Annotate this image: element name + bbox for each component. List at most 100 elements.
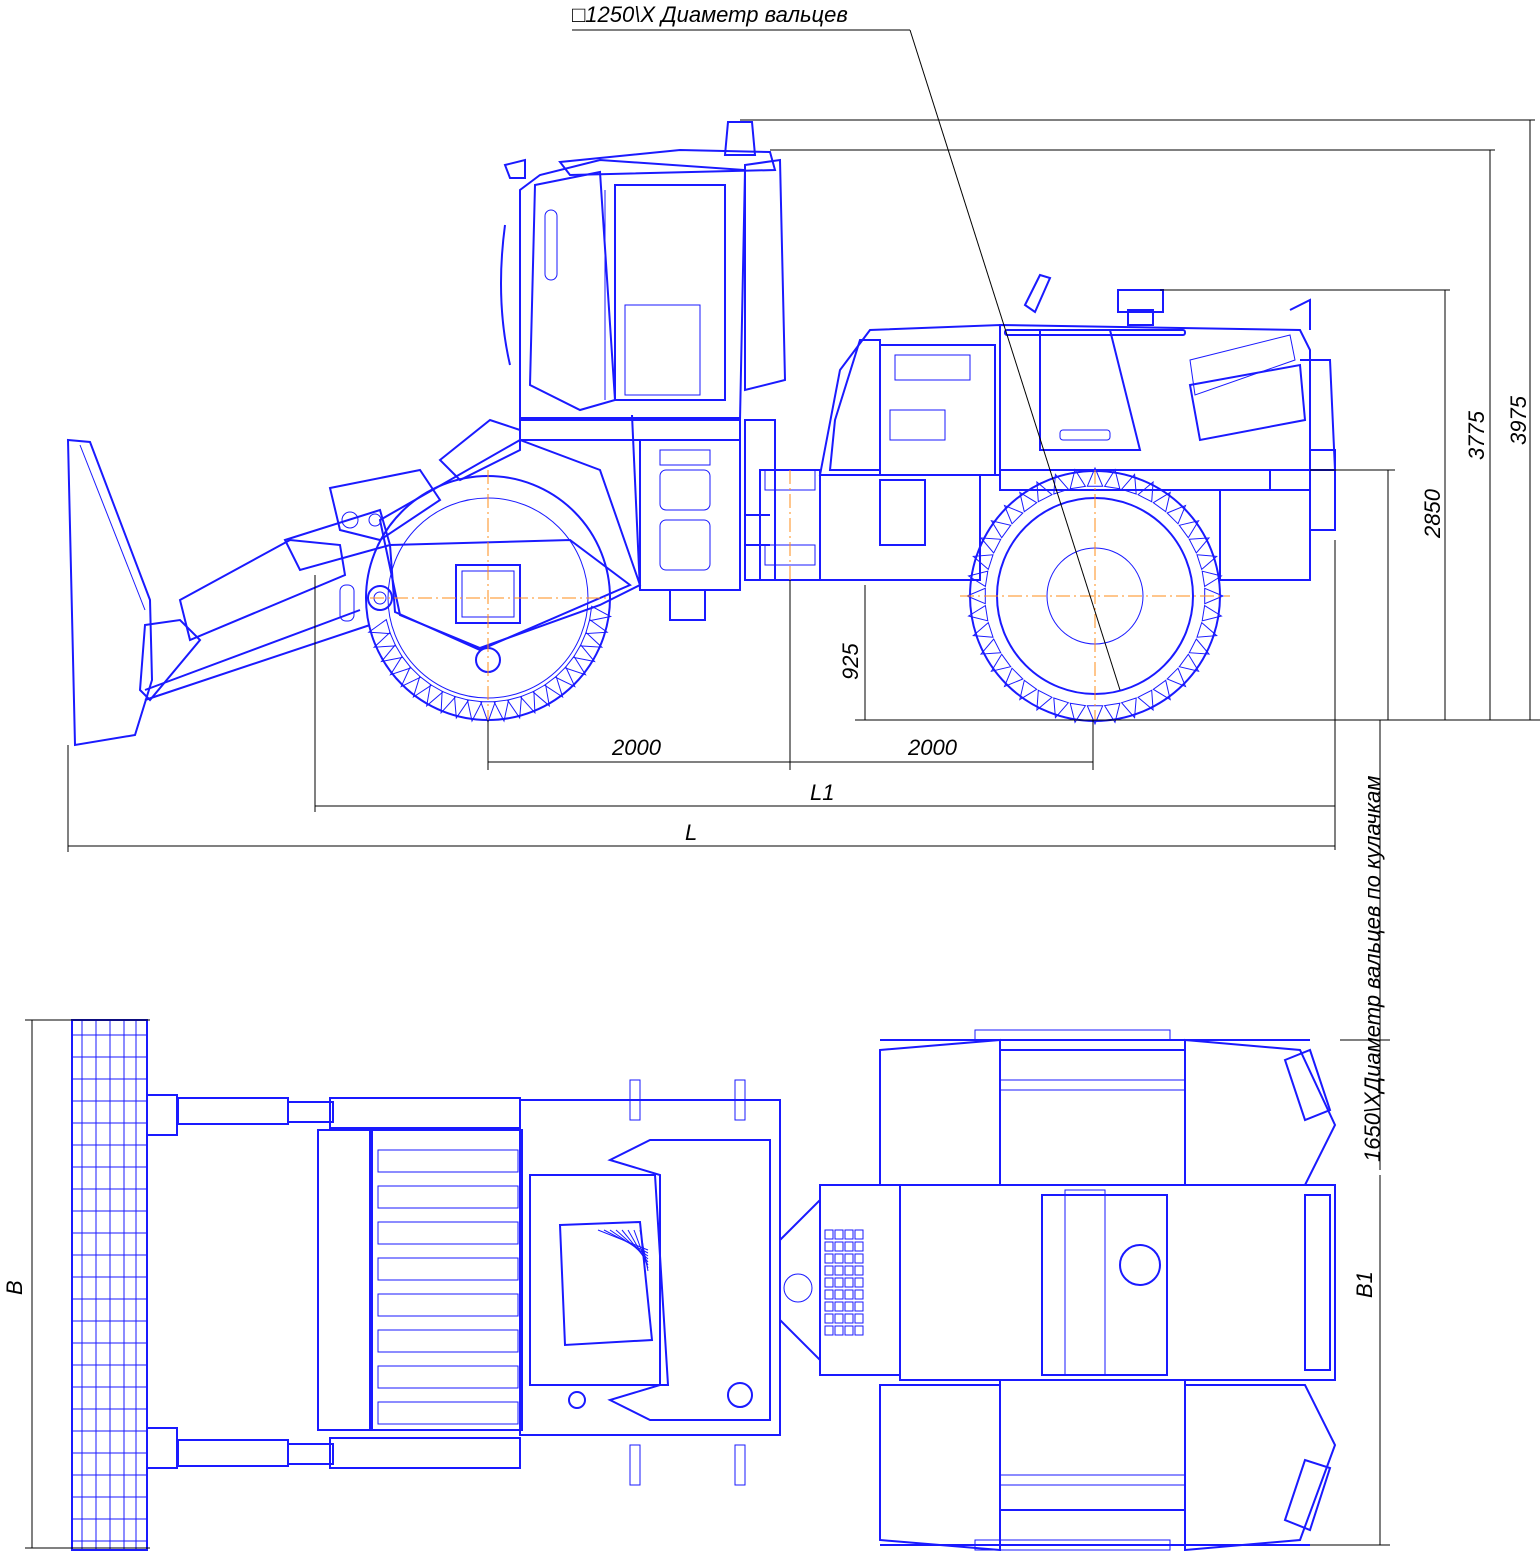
radiator-cell — [834, 1253, 844, 1264]
vent-line — [639, 1229, 649, 1272]
radiator-cell — [824, 1301, 834, 1312]
radiator-cell — [834, 1301, 844, 1312]
drum-tooth — [1152, 679, 1171, 701]
radiator-cell — [854, 1301, 864, 1312]
overall-height-label: 3975 — [1506, 395, 1531, 445]
drum-tooth — [1019, 679, 1038, 701]
drum-tooth — [588, 605, 613, 622]
drum-tooth — [1178, 653, 1200, 672]
push-arm — [178, 418, 521, 642]
front-drum-top — [317, 1129, 523, 1431]
drum-tooth — [412, 675, 433, 699]
drum-tooth — [585, 618, 609, 635]
radiator-cell — [824, 1229, 834, 1240]
radiator-cell — [844, 1301, 854, 1312]
rear-frame — [818, 323, 1001, 581]
width-B1-label: B1 — [1352, 1271, 1377, 1298]
radiator-cell — [844, 1277, 854, 1288]
length-L-label: L — [685, 820, 697, 845]
articulation-joint — [745, 469, 821, 581]
radiator-cell — [854, 1325, 864, 1336]
drum-tooth — [1053, 697, 1070, 719]
radiator-cell — [844, 1253, 854, 1264]
length-L1-label: L1 — [810, 780, 834, 805]
drum-tooth — [990, 520, 1012, 539]
drum-tooth — [1188, 638, 1211, 655]
drum-tooth — [380, 644, 404, 663]
drum-tooth — [1178, 520, 1200, 539]
cab-height-label: 3775 — [1464, 410, 1489, 460]
radiator-cell — [824, 1277, 834, 1288]
drum-tooth — [1103, 468, 1121, 490]
drum-tooth — [1003, 504, 1024, 525]
radiator-cell — [854, 1229, 864, 1240]
drum-tooth — [372, 631, 397, 648]
drum-tooth — [389, 655, 412, 676]
drum-tooth — [564, 655, 587, 676]
dozer-blade — [66, 438, 371, 747]
radiator-cell — [854, 1277, 864, 1288]
drum-tooth — [506, 695, 523, 720]
radiator-cell — [824, 1253, 834, 1264]
drum-tooth — [979, 537, 1002, 554]
drum-tooth — [972, 554, 994, 571]
drum-tooth — [1166, 667, 1187, 688]
drum-tooth — [479, 701, 497, 724]
axis-height-label: 925 — [838, 643, 863, 680]
drum-tooth — [554, 666, 576, 688]
radiator-cell — [834, 1277, 844, 1288]
radiator-cell — [834, 1325, 844, 1336]
drum-tooth — [1120, 473, 1137, 495]
drum-rib — [377, 1257, 519, 1281]
radiator-cell — [824, 1325, 834, 1336]
drum-tooth — [1069, 702, 1087, 724]
radiator-cell — [844, 1313, 854, 1324]
cab — [500, 121, 787, 441]
drum-rib — [377, 1221, 519, 1245]
drum-rib — [377, 1401, 519, 1425]
radiator-cell — [844, 1265, 854, 1276]
base-front-label: 2000 — [611, 735, 662, 760]
drum-tooth — [1120, 697, 1137, 719]
drum-rear-label: 1650\XДиаметр вальцев по кулачкам — [1360, 776, 1385, 1162]
drum-rib — [377, 1329, 519, 1353]
dimension-labels: □1250\X Диаметр вальцев L1 L 2000 2000 9… — [2, 2, 1531, 1298]
radiator-cell — [824, 1265, 834, 1276]
articulation-top — [779, 1197, 821, 1363]
rear-drum-top — [879, 1029, 1337, 1551]
drum-tooth — [1201, 570, 1223, 588]
drum-tooth — [990, 653, 1012, 672]
drum-tooth — [1019, 491, 1038, 513]
side-dimensions — [67, 29, 1540, 1170]
drum-rib — [377, 1365, 519, 1389]
drum-tooth — [1188, 537, 1211, 554]
engine-hood — [999, 273, 1337, 581]
drum-tooth — [1137, 689, 1154, 712]
drum-tooth — [1036, 480, 1053, 503]
blade-top — [71, 1019, 148, 1551]
drum-tooth — [425, 683, 444, 708]
drum-tooth — [453, 695, 470, 720]
radiator-cell — [834, 1289, 844, 1300]
radiator-cell — [854, 1313, 864, 1324]
drum-tooth — [1196, 554, 1218, 571]
radiator-cell — [834, 1313, 844, 1324]
drum-tooth — [972, 621, 994, 638]
drum-tooth — [1201, 604, 1223, 622]
top-view — [25, 1019, 1390, 1551]
drum-tooth — [1196, 621, 1218, 638]
radiator-cell — [854, 1265, 864, 1276]
drum-tooth — [967, 570, 989, 588]
drum-tooth — [1152, 491, 1171, 513]
drum-tooth — [572, 644, 596, 663]
drum-rib — [377, 1149, 519, 1173]
base-rear-label: 2000 — [907, 735, 958, 760]
drum-tooth — [466, 699, 483, 723]
width-B-label: B — [2, 1280, 27, 1295]
radiator-cell — [854, 1241, 864, 1252]
drum-front-label: □1250\X Диаметр вальцев — [572, 2, 848, 27]
drum-tooth — [1137, 480, 1154, 503]
drum-tooth — [1103, 702, 1121, 724]
drum-tooth — [440, 690, 457, 715]
